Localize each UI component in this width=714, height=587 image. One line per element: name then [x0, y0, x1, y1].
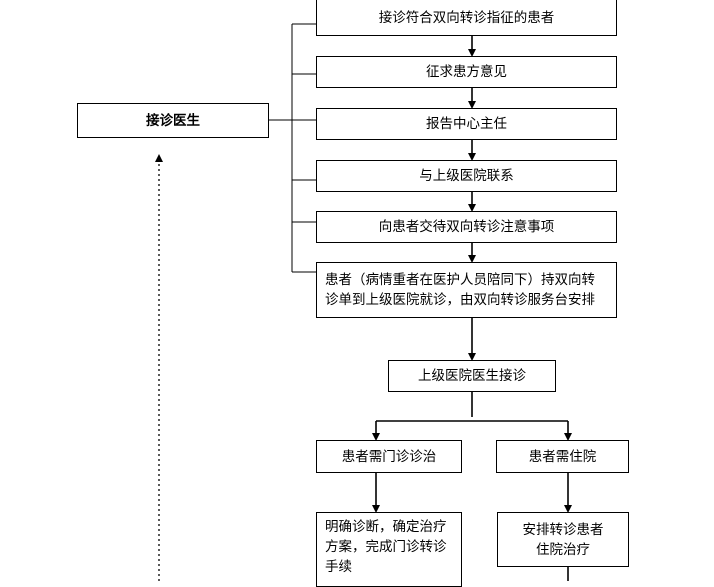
- step-patient-visit-line2: 诊单到上级医院就诊，由双向转诊服务台安排: [325, 292, 595, 308]
- outpatient-detail: 明确诊断，确定治疗 方案，完成门诊转诊 手续: [316, 512, 462, 587]
- outpatient-detail-line1: 明确诊断，确定治疗: [325, 519, 447, 535]
- outpatient-detail-line3: 手续: [325, 559, 352, 575]
- outpatient-detail-line2: 方案，完成门诊转诊: [325, 539, 447, 555]
- step-report-director: 报告中心主任: [316, 108, 617, 140]
- inpatient-detail-line1: 安排转诊患者: [522, 521, 604, 538]
- step-patient-visit: 患者（病情重者在医护人员陪同下）持双向转 诊单到上级医院就诊，由双向转诊服务台安…: [316, 262, 617, 318]
- step-explain-notes: 向患者交待双向转诊注意事项: [316, 211, 617, 243]
- inpatient-detail: 安排转诊患者 住院治疗: [497, 512, 629, 567]
- upper-hospital-doctor: 上级医院医生接诊: [388, 360, 556, 392]
- inpatient-detail-line2: 住院治疗: [536, 541, 590, 558]
- step-seek-consent: 征求患方意见: [316, 56, 617, 88]
- step-receive-patient: 接诊符合双向转诊指征的患者: [316, 0, 617, 36]
- step-contact-hospital: 与上级医院联系: [316, 160, 617, 192]
- step-patient-visit-line1: 患者（病情重者在医护人员陪同下）持双向转: [325, 272, 595, 288]
- outpatient-node: 患者需门诊诊治: [316, 440, 462, 473]
- inpatient-node: 患者需住院: [496, 440, 629, 473]
- doctor-bracket: [268, 23, 316, 273]
- doctor-node: 接诊医生: [77, 103, 269, 138]
- step-arrows: [372, 36, 572, 581]
